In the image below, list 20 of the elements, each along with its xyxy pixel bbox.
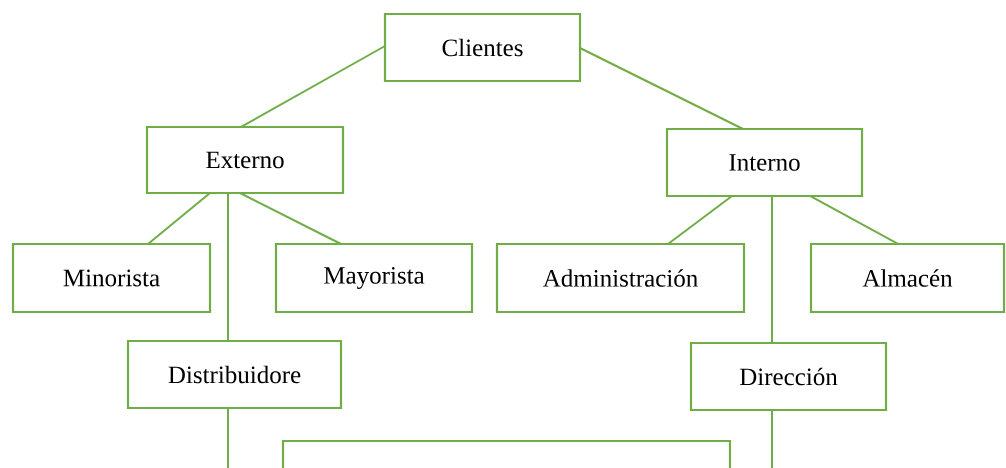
label-box: Interno [665, 127, 864, 198]
label-box: Distribuidore [126, 339, 343, 410]
connector-line [809, 195, 899, 245]
connector-line [239, 192, 342, 245]
label-box: Administración [495, 242, 746, 314]
label-box: Mayorista [274, 242, 474, 314]
label-box: Almacén [809, 242, 1006, 314]
label-box: Externo [145, 125, 345, 195]
connector-line [667, 195, 733, 245]
connector-line [227, 407, 229, 468]
connector-line [240, 45, 386, 128]
label-box: Clientes [383, 12, 582, 83]
connector-line [771, 195, 773, 344]
connector-line [147, 192, 211, 245]
empty-box [281, 439, 732, 468]
connector-line [771, 409, 773, 468]
label-box: Dirección [689, 341, 888, 412]
connector-line [579, 47, 744, 130]
connector-line [227, 192, 229, 342]
label-box: Minorista [11, 242, 212, 314]
